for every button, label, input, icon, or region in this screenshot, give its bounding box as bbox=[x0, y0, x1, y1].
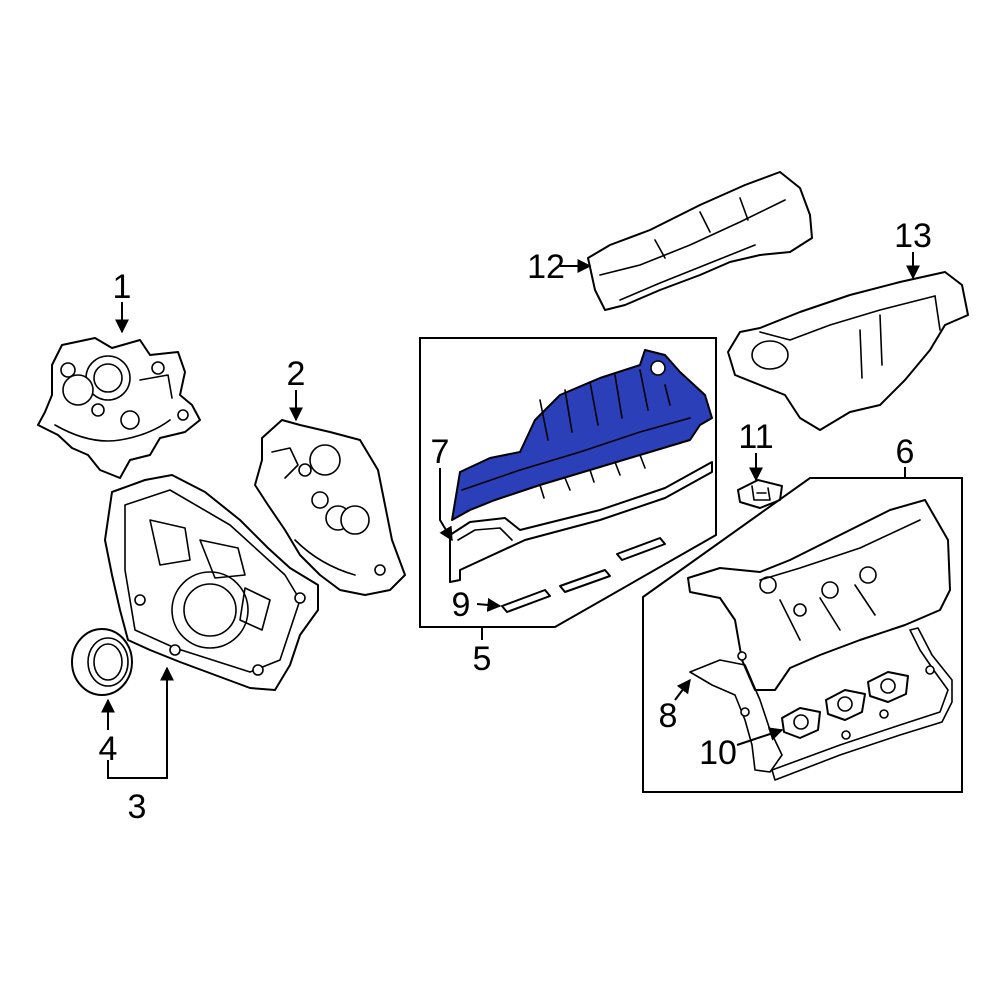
callout-9: 9 bbox=[452, 586, 471, 624]
part-12-engine-cover[interactable] bbox=[587, 171, 813, 311]
callout-11: 11 bbox=[738, 418, 773, 456]
callout-10: 10 bbox=[699, 734, 737, 772]
group-box-5 bbox=[419, 337, 717, 628]
callout-13: 13 bbox=[894, 217, 932, 255]
part-7-valve-cover-highlighted[interactable] bbox=[451, 349, 713, 521]
callout-6: 6 bbox=[896, 433, 915, 471]
group-box-6 bbox=[642, 477, 963, 793]
part-2-timing-cover-lower[interactable] bbox=[254, 419, 406, 596]
part-5-gasket[interactable] bbox=[449, 461, 713, 583]
part-6-valve-cover[interactable] bbox=[687, 499, 951, 691]
part-13-engine-cover[interactable] bbox=[727, 271, 969, 431]
callout-5: 5 bbox=[473, 640, 492, 678]
part-4-seal[interactable] bbox=[71, 628, 133, 696]
part-8-gasket[interactable] bbox=[689, 627, 953, 781]
leader-lines bbox=[101, 252, 920, 779]
part-10-spark-plug-seals[interactable] bbox=[781, 671, 909, 739]
callout-2: 2 bbox=[287, 355, 306, 393]
callout-3: 3 bbox=[128, 788, 147, 826]
callout-12: 12 bbox=[527, 248, 565, 286]
part-3-front-cover[interactable] bbox=[104, 474, 319, 691]
callout-1: 1 bbox=[113, 268, 132, 306]
part-1-timing-cover-upper[interactable] bbox=[37, 337, 201, 479]
callout-4: 4 bbox=[99, 730, 118, 768]
callout-8: 8 bbox=[659, 697, 678, 735]
part-9-grommets[interactable] bbox=[501, 537, 666, 613]
callout-7: 7 bbox=[431, 433, 450, 471]
